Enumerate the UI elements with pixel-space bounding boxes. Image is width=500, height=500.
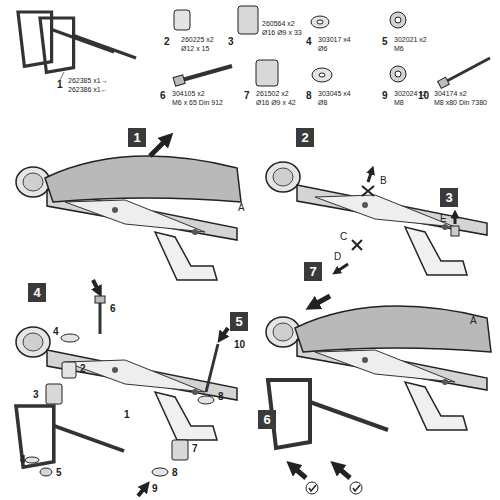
callout-number: 3 xyxy=(33,390,39,400)
callout-number: 8 xyxy=(218,392,224,402)
step-number: 5 xyxy=(235,315,242,328)
callout-number: 4 xyxy=(20,455,26,465)
part-number: 1 xyxy=(57,80,63,90)
part-number: 5 xyxy=(382,37,388,47)
callout-number: 7 xyxy=(192,444,198,454)
callout-number: 5 xyxy=(56,468,62,478)
part-code: 262386 x1← xyxy=(68,86,108,93)
step-box: 4 xyxy=(28,283,46,302)
part-code: 302021 x2 xyxy=(394,36,427,43)
dimension: Ø16 Ø9 x 33 xyxy=(262,29,302,36)
callout-letter: E xyxy=(440,214,447,224)
dimension: M6 xyxy=(394,45,404,52)
callout-letter: D xyxy=(334,252,341,262)
part-number: 2 xyxy=(164,37,170,47)
dimension: M6 x 65 Din 912 xyxy=(172,99,223,106)
dimension: Ø16 Ø9 x 42 xyxy=(256,99,296,106)
step-box: 6 xyxy=(258,410,276,429)
callout-number: 8 xyxy=(172,468,178,478)
callout-number: 2 xyxy=(80,364,86,374)
step-number: 2 xyxy=(301,131,308,144)
part-number: 3 xyxy=(228,37,234,47)
part-number: 7 xyxy=(244,91,250,101)
part-code: 262385 x1→ xyxy=(68,77,108,84)
part-number: 4 xyxy=(306,37,312,47)
step-number: 7 xyxy=(309,265,316,278)
part-code: 260564 x2 xyxy=(262,20,295,27)
callout-number: 9 xyxy=(152,484,158,494)
step-box: 3 xyxy=(440,188,458,207)
callout-number: 4 xyxy=(53,327,59,337)
dimension: Ø8 xyxy=(318,99,327,106)
step-box: 7 xyxy=(304,262,322,281)
step-number: 4 xyxy=(33,286,40,299)
step-box: 5 xyxy=(230,312,248,331)
part-code: 303045 x4 xyxy=(318,90,351,97)
step-box: 1 xyxy=(128,128,146,147)
part-number: 6 xyxy=(160,91,166,101)
part-number: 9 xyxy=(382,91,388,101)
part-code: 304174 x2 xyxy=(434,90,467,97)
part-number: 8 xyxy=(306,91,312,101)
step-number: 1 xyxy=(133,131,140,144)
callout-letter: C xyxy=(340,232,347,242)
part-code: 261502 x2 xyxy=(256,90,289,97)
callout-number: 1 xyxy=(124,410,130,420)
part-code: 260225 x2 xyxy=(181,36,214,43)
dimension: M8 x80 Din 7380 xyxy=(434,99,487,106)
step-box: 2 xyxy=(296,128,314,147)
dimension: M8 xyxy=(394,99,404,106)
callout-number: 6 xyxy=(110,304,116,314)
callout-letter: B xyxy=(380,176,387,186)
dimension: Ø6 xyxy=(318,45,327,52)
callout-number: 10 xyxy=(234,340,245,350)
dimension: Ø12 x 15 xyxy=(181,45,209,52)
part-code: 304105 x2 xyxy=(172,90,205,97)
part-number: 10 xyxy=(418,91,429,101)
callout-letter: A xyxy=(470,316,477,326)
step-number: 6 xyxy=(263,413,270,426)
step-number: 3 xyxy=(445,191,452,204)
part-code: 303017 x4 xyxy=(318,36,351,43)
callout-letter: A xyxy=(238,203,245,213)
